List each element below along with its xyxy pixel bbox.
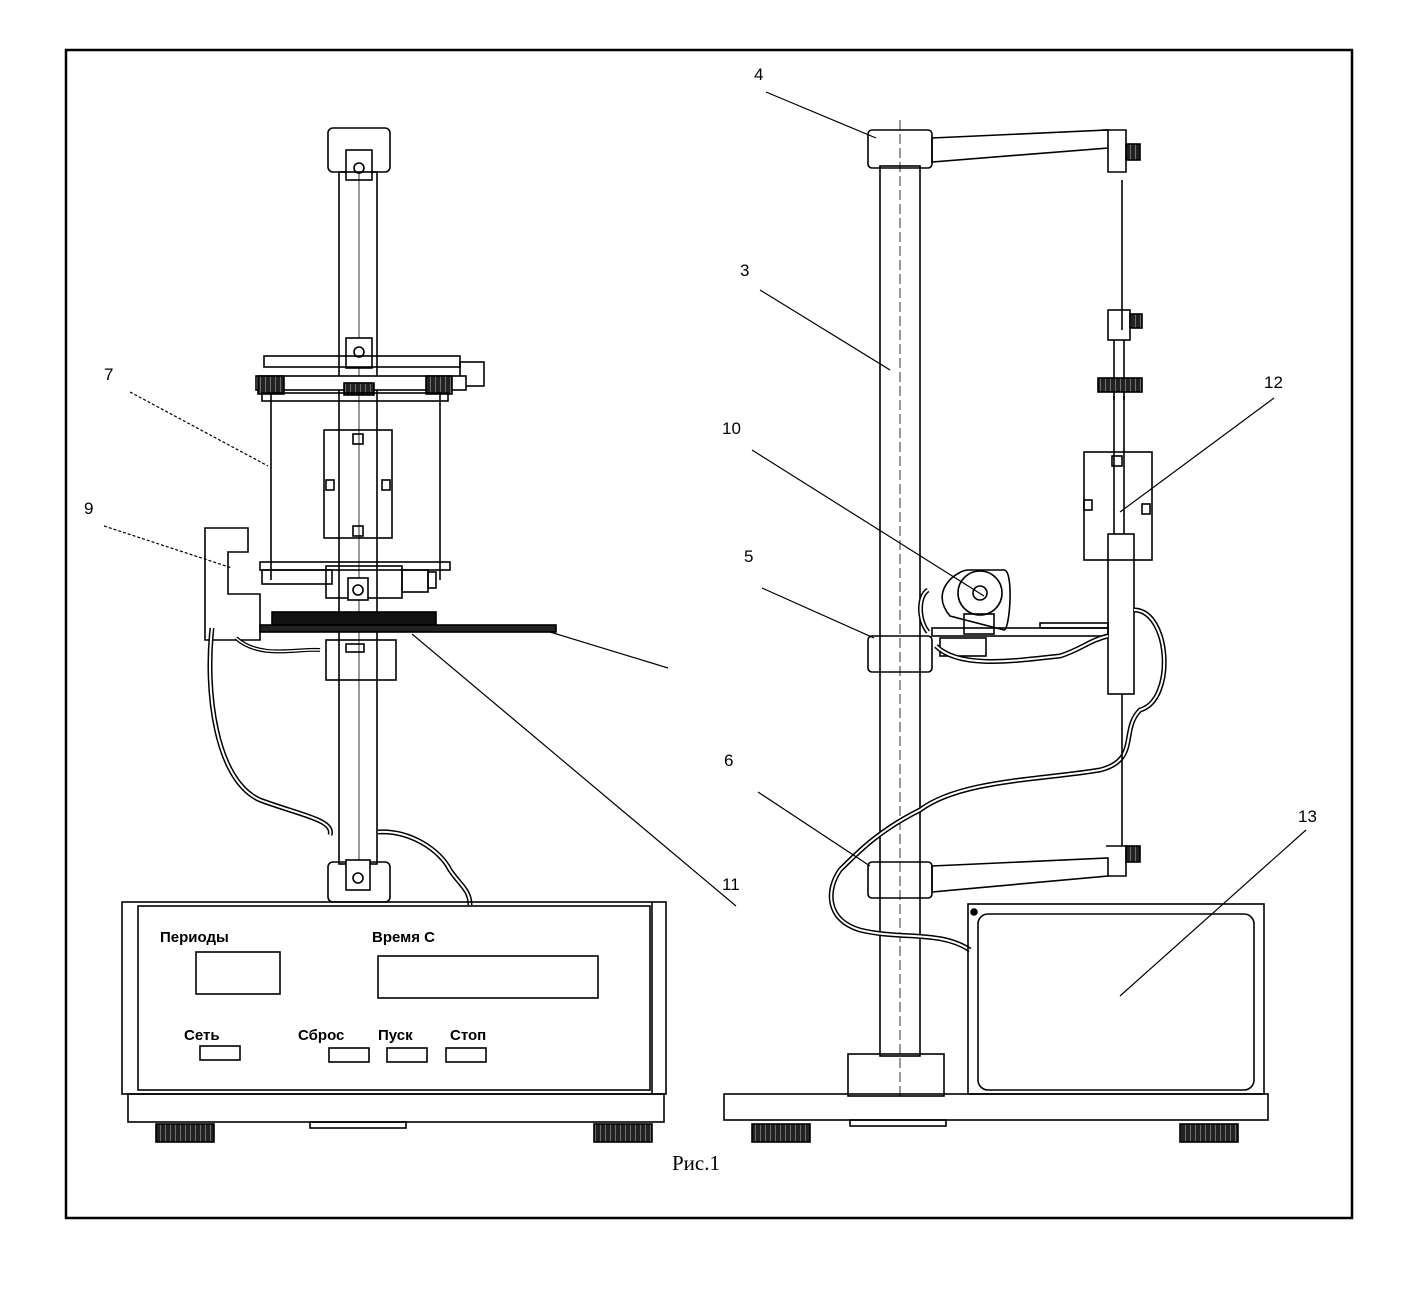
callout-9: 9 <box>84 499 93 518</box>
callout-4: 4 <box>754 65 763 84</box>
callout-5: 5 <box>744 547 753 566</box>
panel-label-stop: Стоп <box>450 1027 486 1044</box>
callout-13: 13 <box>1298 807 1317 826</box>
callout-11: 11 <box>722 875 740 894</box>
panel-label-periods: Периоды <box>160 929 229 946</box>
callout-12: 12 <box>1264 373 1283 392</box>
callout-10: 10 <box>722 419 741 438</box>
callout-6: 6 <box>724 751 733 770</box>
panel-label-start: Пуск <box>378 1027 413 1044</box>
panel-label-power: Сеть <box>184 1027 220 1044</box>
right-side-view <box>723 91 1307 1143</box>
callout-7: 7 <box>104 365 113 384</box>
callout-3: 3 <box>740 261 749 280</box>
figure-caption: Рис.1 <box>672 1151 720 1175</box>
panel-label-reset: Сброс <box>298 1027 344 1044</box>
figure-frame <box>64 48 1354 1220</box>
panel-label-time: Время С <box>372 929 435 946</box>
left-front-view <box>103 127 737 1143</box>
